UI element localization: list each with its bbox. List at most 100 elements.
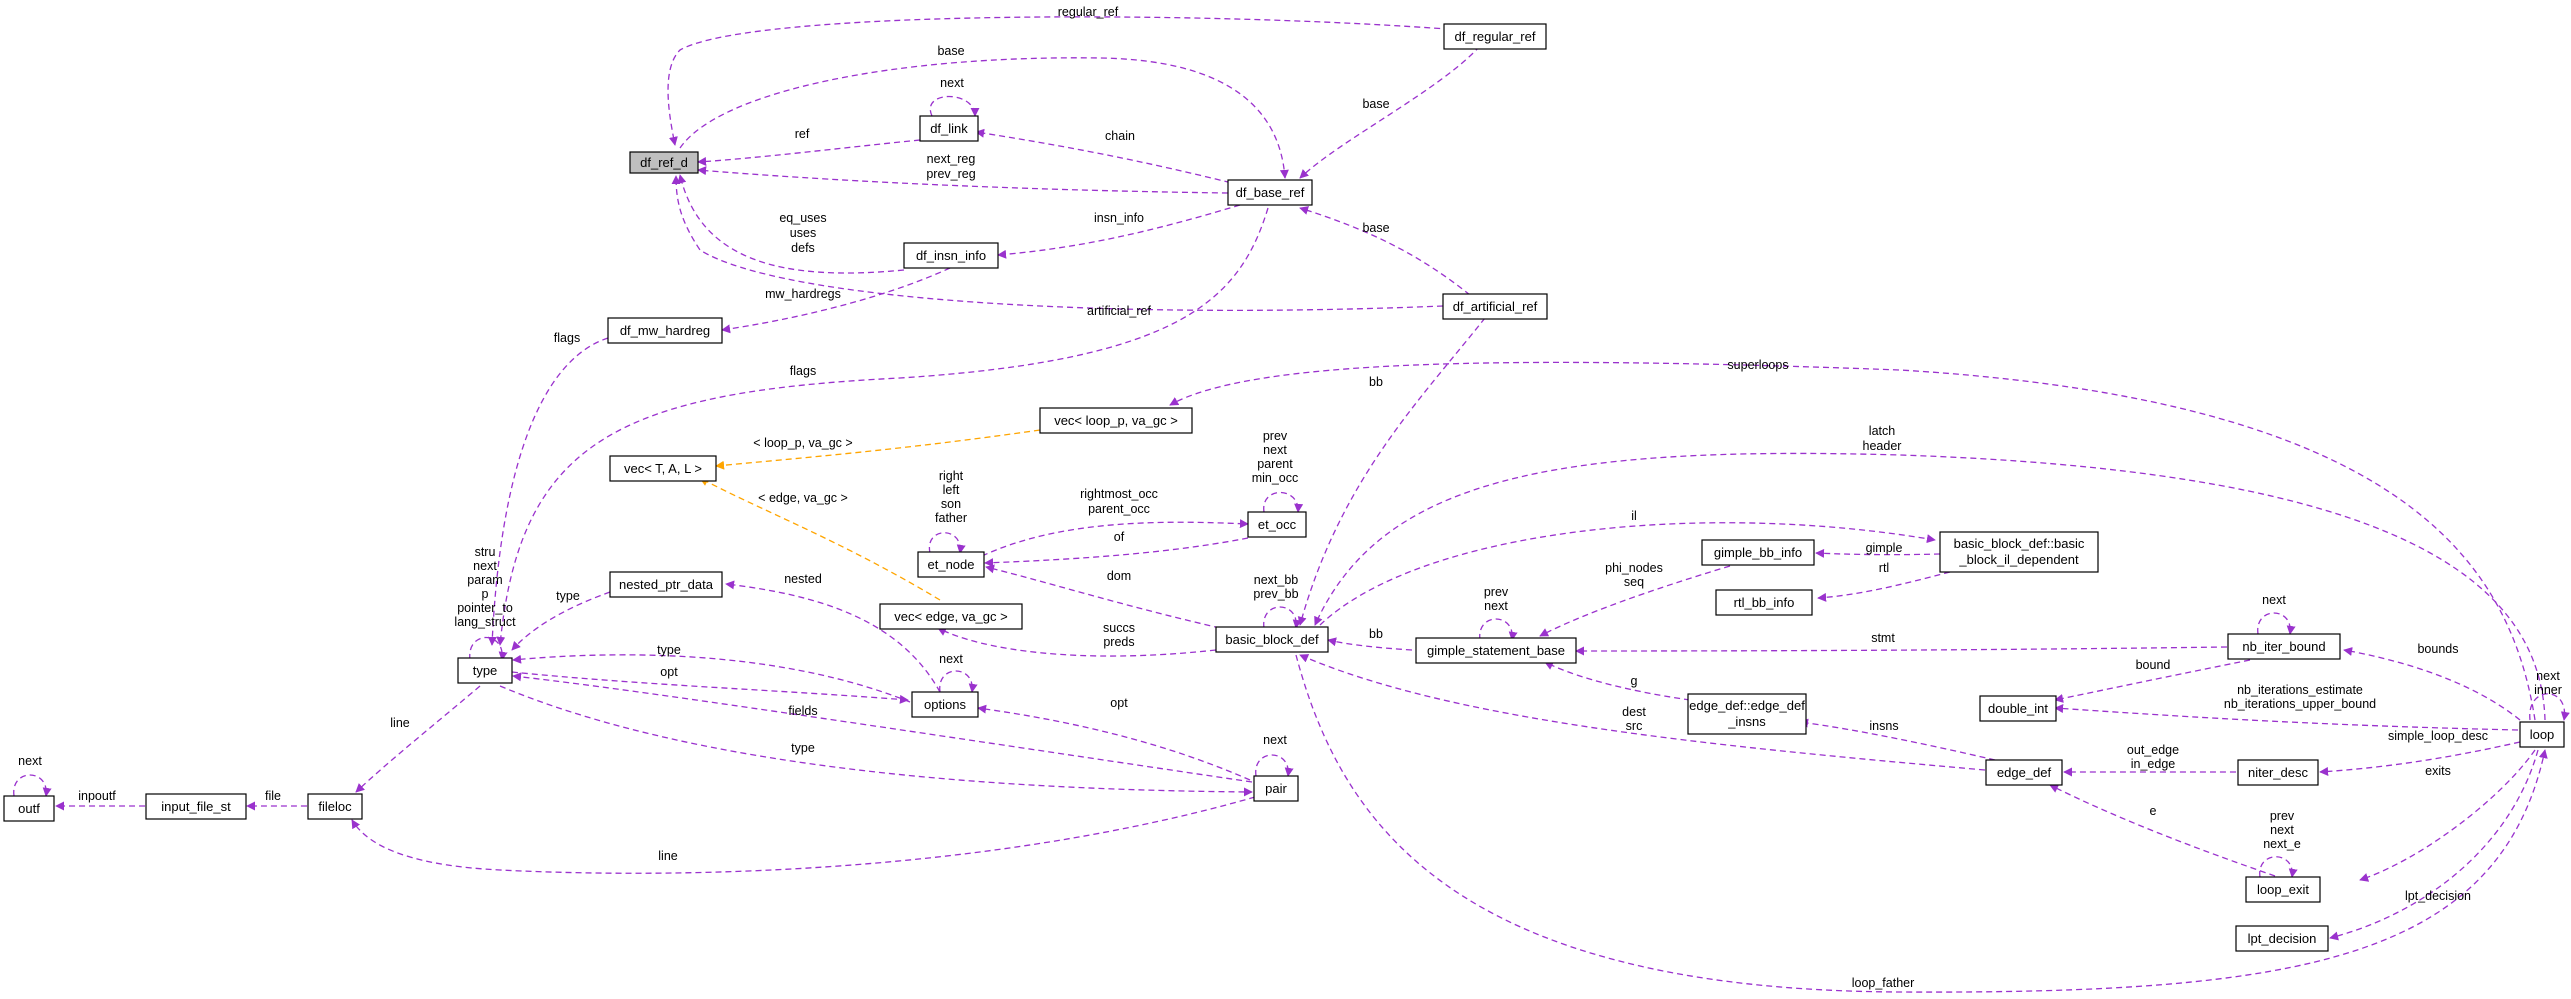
node-label: fileloc bbox=[318, 799, 352, 814]
node-label: rtl_bb_info bbox=[1734, 595, 1795, 610]
label-stmt: stmt bbox=[1871, 631, 1895, 645]
node-label: et_occ bbox=[1258, 517, 1297, 532]
edge-il bbox=[1319, 522, 1936, 626]
node-df-insn-info[interactable]: df_insn_info bbox=[903, 242, 999, 269]
node-vec-t-a-l[interactable]: vec< T, A, L > bbox=[609, 455, 717, 482]
node-label: input_file_st bbox=[161, 799, 231, 814]
node-df-ref-d[interactable]: df_ref_d bbox=[629, 151, 699, 174]
label-eq-uses: eq_uses bbox=[779, 211, 826, 225]
node-et-occ[interactable]: et_occ bbox=[1247, 511, 1307, 538]
label-outf-next: next bbox=[18, 754, 42, 768]
node-nb-iter-bound[interactable]: nb_iter_bound bbox=[2227, 633, 2341, 660]
edge-labels: regular_ref base base next ref chain nex… bbox=[18, 5, 2562, 990]
label-e: e bbox=[2150, 804, 2157, 818]
edge-type-self bbox=[469, 637, 508, 661]
node-df-link[interactable]: df_link bbox=[919, 115, 979, 142]
label-inpoutf: inpoutf bbox=[78, 789, 116, 803]
node-pair[interactable]: pair bbox=[1253, 775, 1299, 802]
edge-exit-self bbox=[2259, 856, 2298, 878]
node-niter-desc[interactable]: niter_desc bbox=[2237, 759, 2319, 786]
label-dom: dom bbox=[1107, 569, 1131, 583]
edge-loop-self bbox=[2529, 693, 2570, 721]
node-vec-loop-p-va-gc[interactable]: vec< loop_p, va_gc > bbox=[1039, 407, 1193, 434]
edge-bb bbox=[1297, 317, 1486, 626]
label-loop-father: loop_father bbox=[1852, 976, 1915, 990]
label-nb-iterations-upper-bound: nb_iterations_upper_bound bbox=[2224, 697, 2376, 711]
label-next-link: next bbox=[940, 76, 964, 90]
edge-bb-self bbox=[1263, 606, 1302, 629]
node-edge-def-insns[interactable]: edge_def::edge_def _insns bbox=[1687, 693, 1807, 735]
edge-ref bbox=[697, 139, 921, 166]
label-rightmost-occ: rightmost_occ bbox=[1080, 487, 1158, 501]
node-input-file-st[interactable]: input_file_st bbox=[145, 793, 247, 820]
node-double-int[interactable]: double_int bbox=[1979, 695, 2057, 722]
node-lpt-decision[interactable]: lpt_decision bbox=[2235, 925, 2329, 952]
node-et-node[interactable]: et_node bbox=[917, 551, 985, 578]
label-gs-next: next bbox=[1484, 599, 1508, 613]
node-bb-il-dependent[interactable]: basic_block_def::basic _block_il_depende… bbox=[1939, 531, 2099, 573]
node-df-mw-hardreg[interactable]: df_mw_hardreg bbox=[607, 317, 723, 344]
node-loop-exit[interactable]: loop_exit bbox=[2245, 876, 2321, 903]
label-simple-loop-desc: simple_loop_desc bbox=[2388, 729, 2488, 743]
label-nb-next: next bbox=[2262, 593, 2286, 607]
label-prev-bb: prev_bb bbox=[1253, 587, 1298, 601]
label-occ-prev: prev bbox=[1263, 429, 1288, 443]
node-df-regular-ref[interactable]: df_regular_ref bbox=[1443, 23, 1547, 50]
node-edge-def[interactable]: edge_def bbox=[1985, 759, 2063, 786]
node-options[interactable]: options bbox=[911, 691, 979, 718]
edge-phi-nodes bbox=[1539, 565, 1731, 637]
edge-link-next bbox=[929, 96, 980, 117]
node-gimple-statement-base[interactable]: gimple_statement_base bbox=[1415, 637, 1577, 664]
edge-base-artificial bbox=[1299, 206, 1471, 296]
node-label: loop bbox=[2530, 727, 2555, 742]
label-type-lang-struct: lang_struct bbox=[454, 615, 516, 629]
node-fileloc[interactable]: fileloc bbox=[307, 793, 363, 820]
node-basic-block-def[interactable]: basic_block_def bbox=[1215, 626, 1329, 653]
node-label-2: _insns bbox=[1727, 714, 1766, 729]
node-vec-edge-va-gc[interactable]: vec< edge, va_gc > bbox=[879, 603, 1023, 630]
edge-next-reg bbox=[697, 166, 1229, 194]
label-pair-opt: opt bbox=[1110, 696, 1128, 710]
edge-line-pair bbox=[351, 796, 1256, 874]
node-outf[interactable]: outf bbox=[3, 795, 55, 822]
edges bbox=[13, 16, 2570, 993]
node-label: df_insn_info bbox=[916, 248, 986, 263]
label-src: src bbox=[1626, 719, 1643, 733]
node-df-base-ref[interactable]: df_base_ref bbox=[1227, 179, 1313, 206]
label-mw-hardregs: mw_hardregs bbox=[765, 287, 841, 301]
edge-latch-header bbox=[1314, 452, 2546, 721]
node-type[interactable]: type bbox=[457, 657, 513, 684]
label-flags-mw: flags bbox=[554, 331, 580, 345]
label-type-param: param bbox=[467, 573, 502, 587]
label-of: of bbox=[1114, 530, 1125, 544]
label-insn-info: insn_info bbox=[1094, 211, 1144, 225]
node-label: basic_block_def bbox=[1225, 632, 1319, 647]
edge-mw-hardregs bbox=[721, 267, 951, 334]
node-label-1: edge_def::edge_def bbox=[1689, 698, 1805, 713]
node-rtl-bb-info[interactable]: rtl_bb_info bbox=[1715, 589, 1813, 616]
label-bound: bound bbox=[2136, 658, 2171, 672]
node-df-artificial-ref[interactable]: df_artificial_ref bbox=[1442, 293, 1548, 320]
label-base-regular: base bbox=[1362, 97, 1389, 111]
node-label: double_int bbox=[1988, 701, 2048, 716]
label-file: file bbox=[265, 789, 281, 803]
label-base-top: base bbox=[937, 44, 964, 58]
node-label-1: basic_block_def::basic bbox=[1954, 536, 2085, 551]
label-loop-next: next bbox=[2536, 669, 2560, 683]
node-label: nested_ptr_data bbox=[619, 577, 714, 592]
edge-nested bbox=[725, 580, 941, 693]
edge-insn-info bbox=[997, 204, 1241, 259]
label-nested-type: type bbox=[556, 589, 580, 603]
label-lpt-decision: lpt_decision bbox=[2405, 889, 2471, 903]
label-chain: chain bbox=[1105, 129, 1135, 143]
node-loop[interactable]: loop bbox=[2519, 721, 2565, 748]
edge-flags-base bbox=[496, 207, 1269, 646]
node-nested-ptr-data[interactable]: nested_ptr_data bbox=[609, 571, 723, 598]
label-gs-prev: prev bbox=[1484, 585, 1509, 599]
nodes: df_ref_d df_regular_ref df_link df_base_… bbox=[3, 23, 2565, 952]
edge-rtl bbox=[1817, 571, 1951, 602]
label-g: g bbox=[1631, 674, 1638, 688]
node-gimple-bb-info[interactable]: gimple_bb_info bbox=[1701, 539, 1815, 566]
label-bounds: bounds bbox=[2417, 642, 2458, 656]
label-parent-occ: parent_occ bbox=[1088, 502, 1150, 516]
